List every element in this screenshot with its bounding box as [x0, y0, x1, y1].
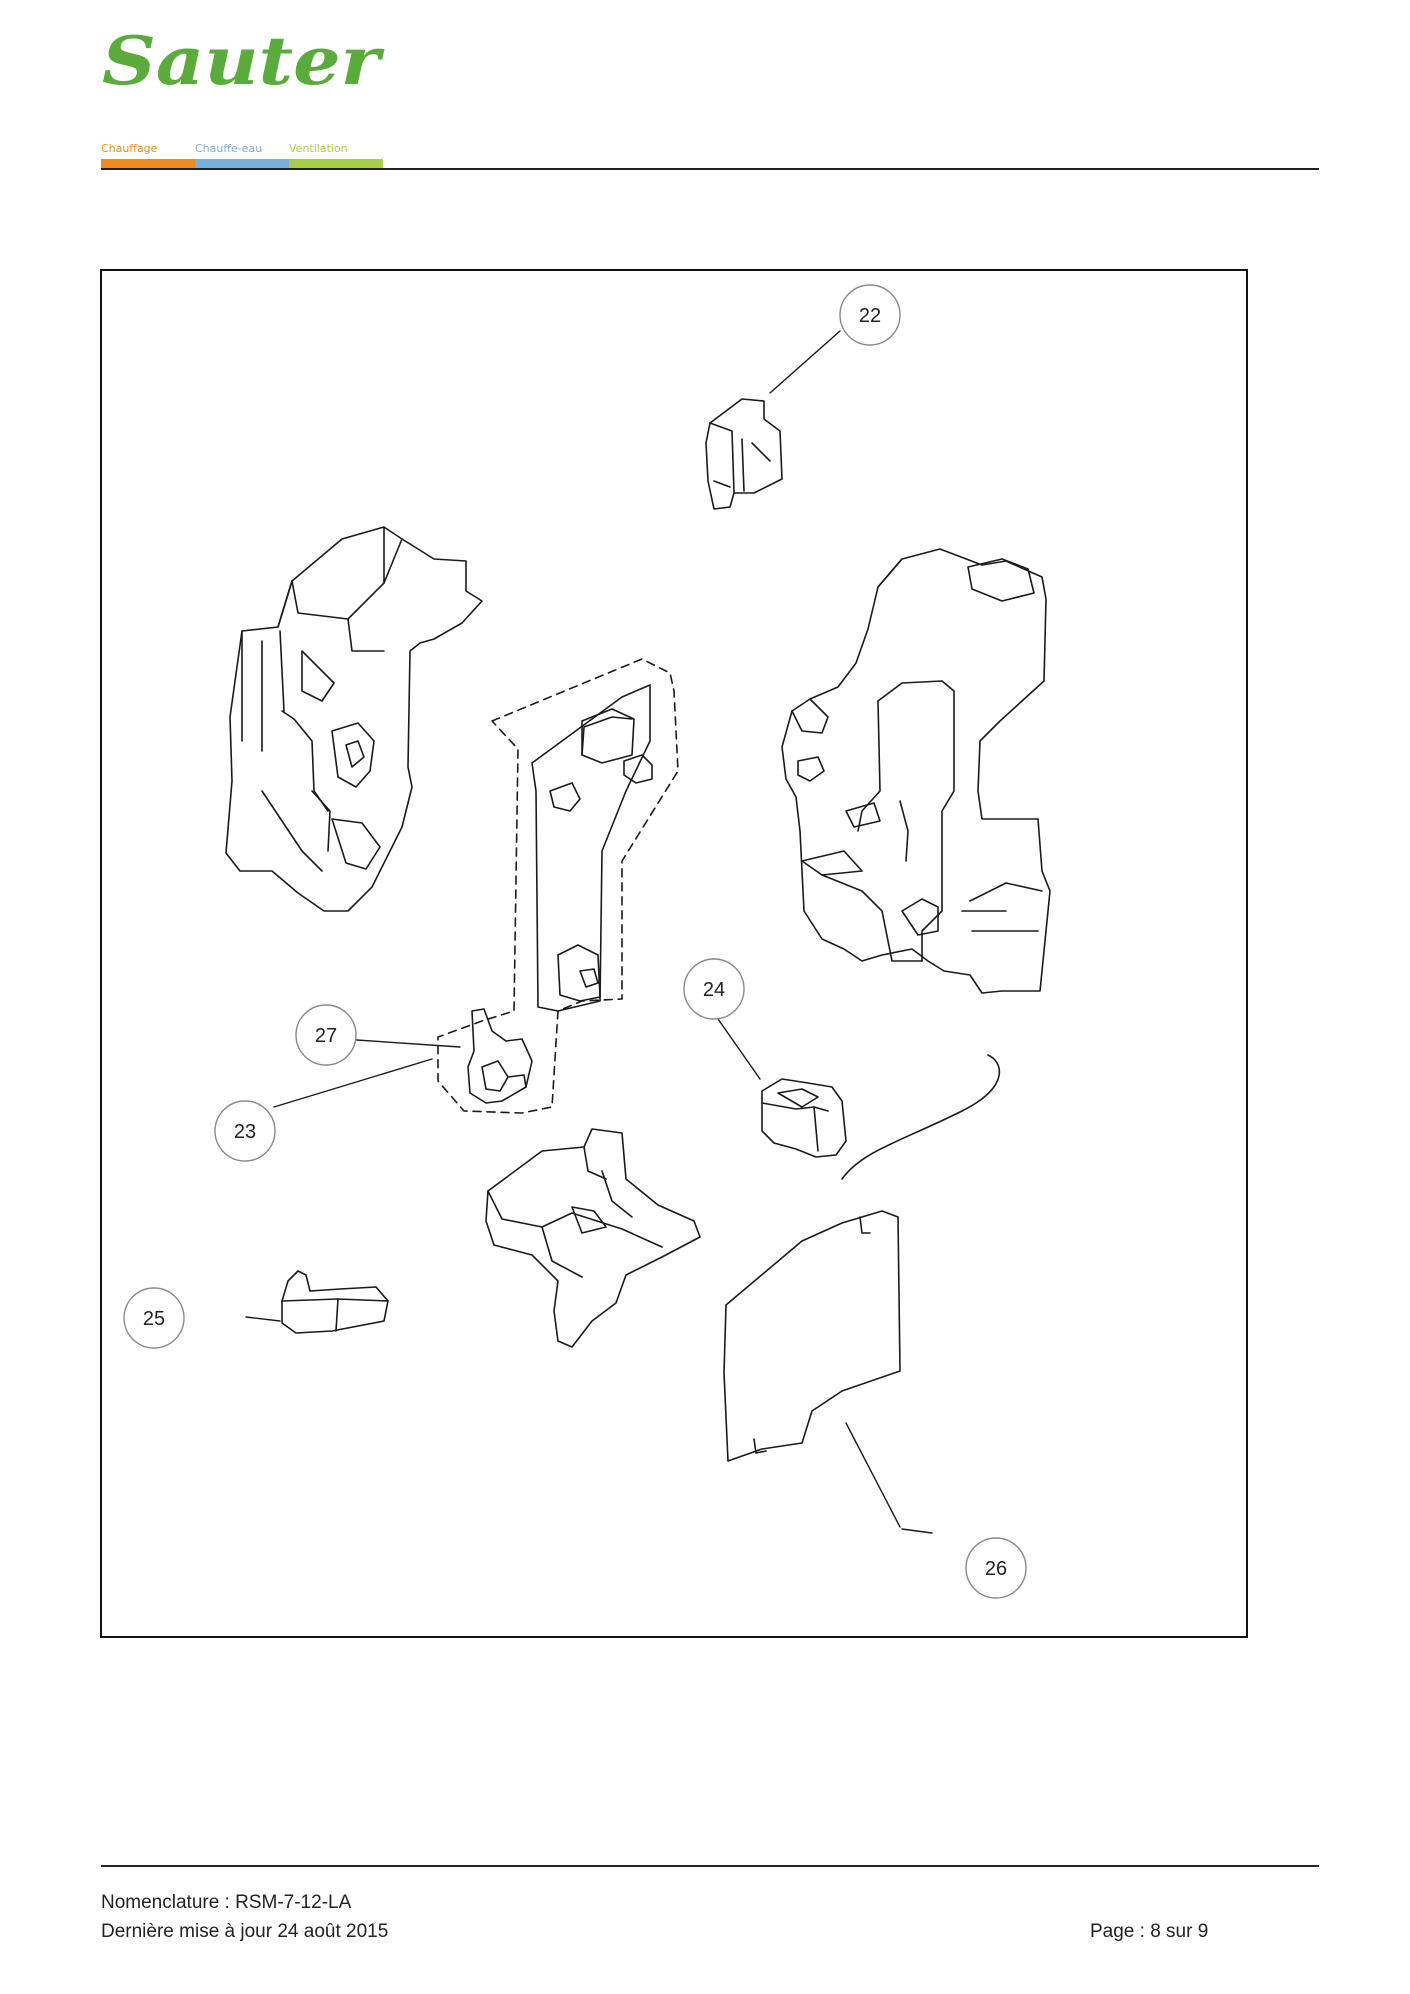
callout-leaders [245, 330, 933, 1534]
callout-22-label: 22 [859, 305, 881, 327]
category-label: Chauffage [101, 142, 158, 155]
nomenclature-text: Nomenclature : RSM-7-12-LA [101, 1892, 352, 1913]
part-bottom-bracket [485, 1128, 701, 1348]
callout-26: 26 [965, 1537, 1027, 1599]
callout-27: 27 [295, 1004, 357, 1066]
callout-27-label: 27 [315, 1025, 337, 1047]
brand-wordmark: Sauter [102, 22, 385, 100]
footer-divider [101, 1865, 1319, 1867]
category-bar [101, 159, 195, 168]
category-bar [289, 159, 383, 168]
category-chauffe-eau: Chauffe-eau [195, 142, 289, 168]
callout-22: 22 [839, 284, 901, 346]
callout-25: 25 [123, 1287, 185, 1349]
category-strip: Chauffage Chauffe-eau Ventilation [101, 142, 383, 168]
header-divider [101, 168, 1319, 170]
category-ventilation: Ventilation [289, 142, 383, 168]
sauter-logo: Sauter [102, 22, 385, 100]
part-22-connector [705, 398, 783, 510]
part-27-clip [467, 1008, 533, 1104]
last-updated-text: Dernière mise à jour 24 août 2015 [101, 1921, 389, 1942]
part-left-housing [225, 526, 483, 912]
part-right-housing [781, 548, 1051, 994]
category-chauffage: Chauffage [101, 142, 195, 168]
callout-23: 23 [214, 1100, 276, 1162]
part-24-block [761, 1078, 847, 1158]
page-number: Page : 8 sur 9 [1090, 1921, 1209, 1942]
part-23-group-outline [437, 658, 679, 1114]
category-label: Ventilation [289, 142, 348, 155]
category-label: Chauffe-eau [195, 142, 263, 155]
part-center-bracket [531, 684, 653, 1012]
callout-24: 24 [683, 958, 745, 1020]
category-bar [195, 159, 289, 168]
part-26-panel [723, 1054, 1001, 1462]
callout-24-label: 24 [703, 979, 725, 1001]
callout-23-label: 23 [234, 1121, 256, 1143]
callout-26-label: 26 [985, 1558, 1007, 1580]
exploded-parts-diagram: 22 27 23 24 25 26 [100, 269, 1248, 1638]
parts-drawing: 22 27 23 24 25 26 [123, 284, 1051, 1599]
callout-25-label: 25 [143, 1308, 165, 1330]
part-25-block [281, 1270, 389, 1334]
